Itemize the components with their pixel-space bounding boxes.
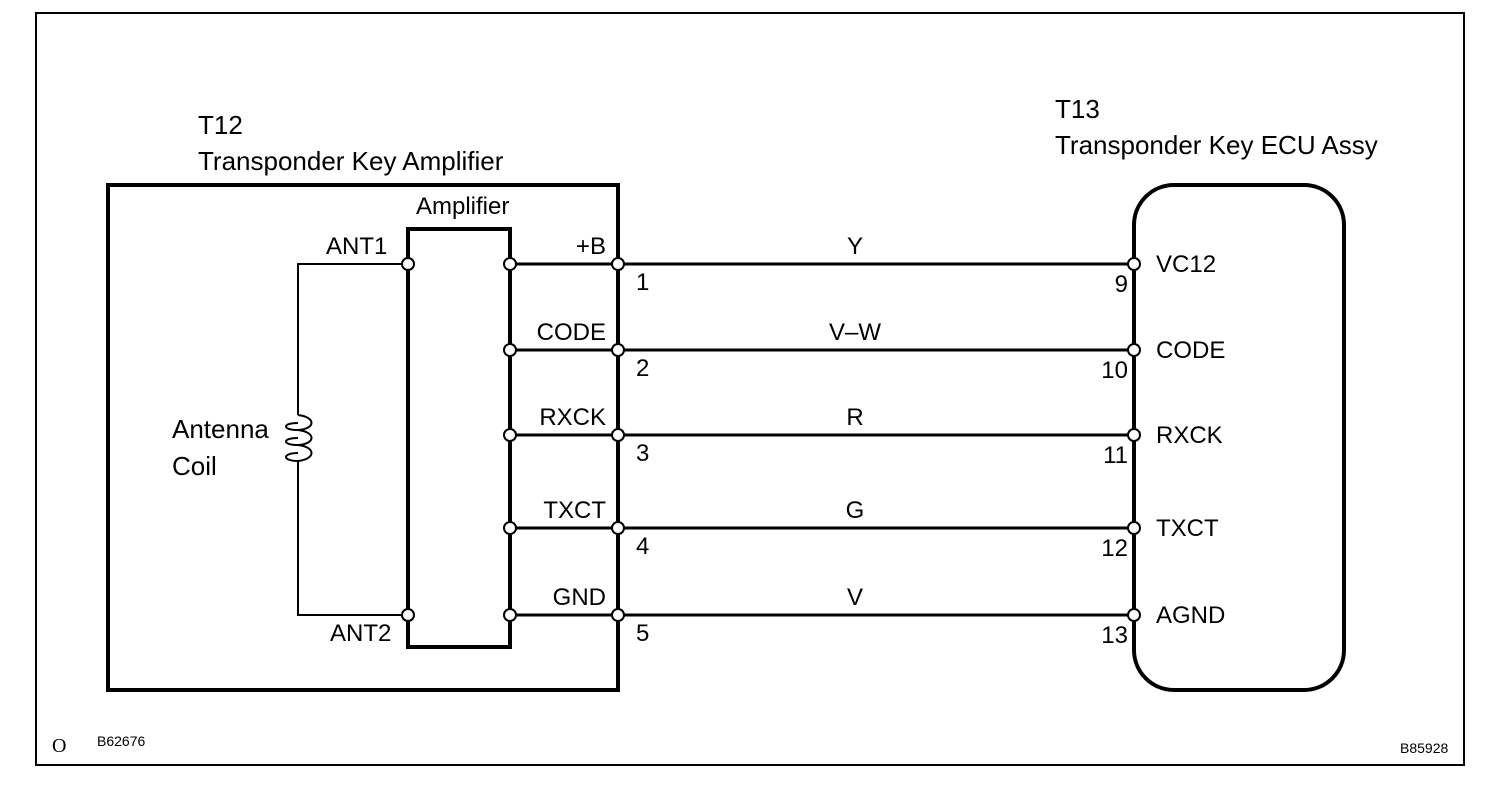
amplifier-signal-label: CODE [537, 319, 606, 346]
wire-color-label: V–W [829, 319, 881, 346]
antenna-coil-circuit [285, 263, 408, 616]
amplifier-pin-number: 3 [636, 440, 649, 467]
amplifier-connector-terminal [611, 608, 625, 622]
amplifier-pin-number: 5 [636, 620, 649, 647]
wire-color-label: V [847, 584, 863, 611]
footer-left-mark: O [52, 735, 66, 757]
amplifier-block-label: Amplifier [416, 193, 509, 220]
amplifier-signal-label: +B [576, 233, 606, 260]
ant2-terminal [401, 608, 415, 622]
coil-icon [285, 414, 313, 463]
ecu-signal-label: CODE [1156, 337, 1225, 364]
ant2-label: ANT2 [330, 620, 391, 647]
ant1-terminal [401, 257, 415, 271]
footer-right-code: B85928 [1400, 740, 1448, 756]
amplifier-pin-number: 1 [636, 269, 649, 296]
amplifier-code: T12 [198, 110, 243, 140]
amplifier-connector-terminal [611, 257, 625, 271]
ecu-signal-label: VC12 [1156, 251, 1216, 278]
ant1-label: ANT1 [326, 233, 387, 260]
ecu-connector-terminal [1127, 257, 1141, 271]
diagram-frame [35, 12, 1465, 766]
footer-left-code: B62676 [97, 733, 145, 749]
antenna-label-line2: Coil [172, 451, 217, 481]
amplifier-pin-number: 4 [636, 533, 649, 560]
wire-color-label: R [846, 404, 863, 431]
ecu-connector-terminal [1127, 521, 1141, 535]
amplifier-pin-number: 2 [636, 355, 649, 382]
wire-color-label: Y [847, 233, 863, 260]
amplifier-signal-label: GND [553, 584, 606, 611]
amplifier-block-terminal [503, 428, 517, 442]
amplifier-block-terminal [503, 257, 517, 271]
ecu-code: T13 [1055, 94, 1100, 124]
ecu-signal-label: AGND [1156, 602, 1225, 629]
amplifier-name: Transponder Key Amplifier [198, 146, 504, 176]
amplifier-block [406, 227, 512, 649]
ecu-pin-number: 11 [1103, 442, 1128, 469]
amplifier-block-terminal [503, 343, 517, 357]
ecu-pin-number: 10 [1101, 357, 1128, 384]
ecu-connector-terminal [1127, 343, 1141, 357]
amplifier-block-terminal [503, 608, 517, 622]
ecu-signal-label: RXCK [1156, 422, 1223, 449]
amplifier-connector-terminal [611, 521, 625, 535]
ecu-pin-number: 12 [1101, 535, 1128, 562]
ecu-connector-terminal [1127, 608, 1141, 622]
wire-color-label: G [846, 497, 865, 524]
ecu-pin-number: 13 [1101, 622, 1128, 649]
ecu-connector-terminal [1127, 428, 1141, 442]
ecu-pin-number: 9 [1115, 271, 1128, 298]
ecu-name: Transponder Key ECU Assy [1055, 130, 1378, 160]
amplifier-block-terminal [503, 521, 517, 535]
antenna-label-line1: Antenna [172, 414, 269, 444]
amplifier-signal-label: RXCK [539, 404, 606, 431]
amplifier-signal-label: TXCT [543, 497, 606, 524]
amplifier-connector-terminal [611, 343, 625, 357]
ecu-signal-label: TXCT [1156, 515, 1219, 542]
amplifier-connector-terminal [611, 428, 625, 442]
